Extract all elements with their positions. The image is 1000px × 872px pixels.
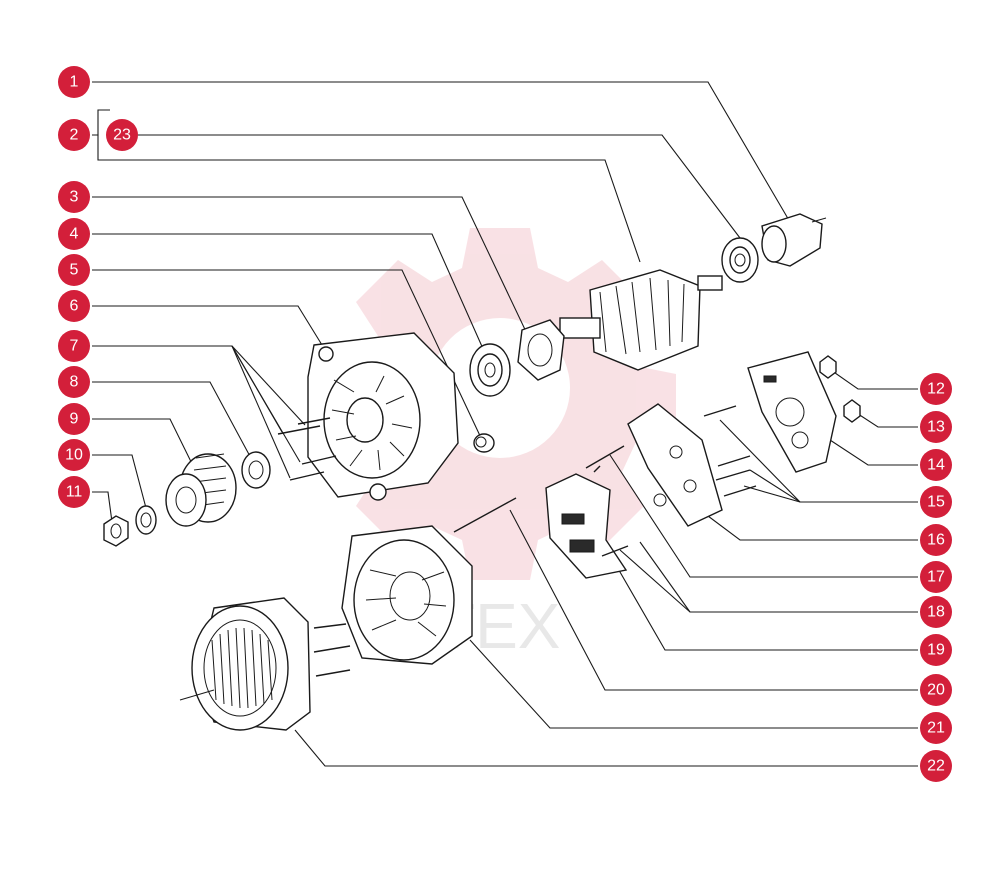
- callout-19: 19: [920, 634, 952, 666]
- slip-ring-sleeve-part: [761, 213, 827, 267]
- callout-16: 16: [920, 524, 952, 556]
- svg-text:11: 11: [66, 484, 83, 501]
- callout-15: 15: [920, 486, 952, 518]
- cover-screws-part: [703, 405, 757, 497]
- svg-text:15: 15: [927, 494, 945, 511]
- hex-nut-part: [103, 515, 129, 547]
- bearing-retainer-plate-part: [517, 319, 565, 381]
- housing-screws-part: [277, 417, 337, 481]
- svg-text:14: 14: [927, 457, 945, 474]
- rear-cover-part: [747, 351, 837, 473]
- svg-text:22: 22: [927, 758, 945, 775]
- svg-text:7: 7: [70, 338, 79, 355]
- callout-14: 14: [920, 449, 952, 481]
- svg-text:6: 6: [70, 298, 79, 315]
- callout-2: 2: [58, 119, 90, 151]
- svg-text:21: 21: [927, 720, 945, 737]
- callout-1: 1: [58, 66, 90, 98]
- svg-text:18: 18: [927, 604, 945, 621]
- svg-text:5: 5: [70, 262, 79, 279]
- voltage-regulator-part: [545, 473, 628, 579]
- callout-4: 4: [58, 218, 90, 250]
- callout-23: 23: [106, 119, 138, 151]
- svg-text:2: 2: [70, 127, 79, 144]
- spacer-bushing-part: [473, 433, 495, 453]
- svg-text:19: 19: [927, 642, 945, 659]
- callout-3: 3: [58, 181, 90, 213]
- callout-13: 13: [920, 411, 952, 443]
- svg-text:1: 1: [70, 74, 79, 91]
- callout-11: 11: [58, 476, 90, 508]
- washer-part: [135, 505, 157, 535]
- callout-6: 6: [58, 290, 90, 322]
- callout-7: 7: [58, 330, 90, 362]
- callout-18: 18: [920, 596, 952, 628]
- svg-text:17: 17: [927, 569, 945, 586]
- svg-text:13: 13: [927, 419, 945, 436]
- spacer-ring-part: [241, 451, 271, 489]
- callout-12: 12: [920, 373, 952, 405]
- callout-20: 20: [920, 674, 952, 706]
- terminal-nut-12-part: [819, 355, 837, 379]
- svg-text:8: 8: [70, 374, 79, 391]
- callout-8: 8: [58, 366, 90, 398]
- callout-10: 10: [58, 439, 90, 471]
- pulley-part: [165, 453, 237, 527]
- svg-text:4: 4: [70, 226, 79, 243]
- svg-text:3: 3: [70, 189, 79, 206]
- callout-17: 17: [920, 561, 952, 593]
- callout-22: 22: [920, 750, 952, 782]
- callout-9: 9: [58, 403, 90, 435]
- leader-lines: [92, 81, 918, 767]
- svg-text:9: 9: [70, 411, 79, 428]
- callout-21: 21: [920, 712, 952, 744]
- slip-ring-end-housing-part: [341, 525, 473, 665]
- rotor-part: [540, 269, 723, 371]
- terminal-nut-13-part: [843, 399, 861, 423]
- regulator-screws-part: [585, 445, 629, 557]
- stator-part: [179, 597, 351, 731]
- svg-text:23: 23: [113, 127, 131, 144]
- drive-end-housing-part: [307, 332, 459, 501]
- svg-text:10: 10: [65, 447, 83, 464]
- rear-bearing-part: [721, 237, 759, 283]
- svg-text:16: 16: [927, 532, 945, 549]
- svg-text:20: 20: [927, 682, 945, 699]
- svg-text:12: 12: [927, 381, 945, 398]
- front-bearing-part: [469, 343, 511, 397]
- through-bolt-part: [453, 497, 517, 533]
- rectifier-part: [627, 403, 723, 527]
- callout-5: 5: [58, 254, 90, 286]
